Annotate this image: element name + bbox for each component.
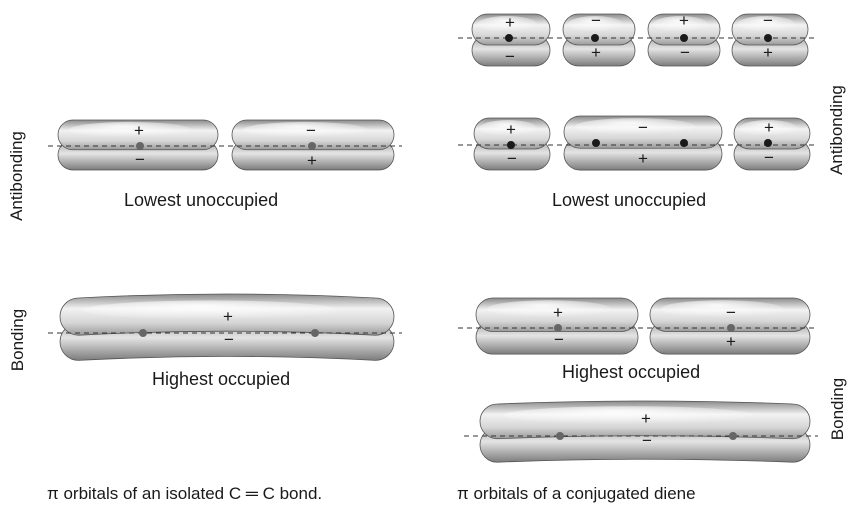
right-lumo-sign-t1: +	[506, 120, 516, 139]
right-ab2-atom-2	[591, 34, 599, 42]
right-lumo-atom-1	[507, 141, 515, 149]
left-homo-sign-top: +	[223, 307, 233, 326]
right-caption: π orbitals of a conjugated diene	[457, 484, 696, 504]
right-bond-atom-2	[729, 432, 737, 440]
right-homo-atom-2	[727, 324, 735, 332]
left-caption: π orbitals of an isolated C ═ C bond.	[47, 484, 322, 504]
right-bond-sign-top: +	[641, 409, 651, 428]
right-ab2-atom-3	[680, 34, 688, 42]
left-bonding-label: Bonding	[8, 300, 28, 380]
right-homo-sign-t2: −	[726, 303, 736, 322]
right-ab2-sign-b1: −	[505, 47, 515, 66]
right-homo-sign-t1: +	[553, 303, 563, 322]
right-ab2-sign-b3: −	[680, 43, 690, 62]
left-homo-atom-1	[139, 329, 147, 337]
left-lumo-atom-2	[308, 142, 316, 150]
left-lumo-sign-top-1: +	[134, 121, 144, 140]
right-lumo-label: Lowest unoccupied	[552, 190, 706, 211]
right-antibonding-label: Antibonding	[827, 80, 847, 180]
right-lumo-sign-b1: −	[507, 149, 517, 168]
right-lumo-atom-4	[764, 139, 772, 147]
right-homo-label: Highest occupied	[562, 362, 700, 383]
right-lumo-sign-b3: −	[764, 148, 774, 167]
right-lumo-sign-t3: +	[764, 118, 774, 137]
right-bond-atom-1	[556, 432, 564, 440]
right-bonding-label: Bonding	[828, 369, 848, 449]
right-bond-sign-bot: −	[642, 431, 652, 450]
right-ab2-sign-t3: +	[679, 11, 689, 30]
left-lumo-label: Lowest unoccupied	[124, 190, 278, 211]
left-lumo-sign-bot-1: −	[135, 150, 145, 169]
left-antibonding-label: Antibonding	[7, 126, 27, 226]
right-ab2-sign-t4: −	[763, 11, 773, 30]
left-homo-label: Highest occupied	[152, 369, 290, 390]
left-lumo-atom-1	[136, 142, 144, 150]
right-ab2-atom-4	[764, 34, 772, 42]
right-ab2-sign-t1: +	[505, 13, 515, 32]
left-homo-lobe	[60, 294, 394, 360]
right-ab2-atom-1	[505, 34, 513, 42]
left-homo-sign-bot: −	[224, 330, 234, 349]
left-lumo-sign-top-2: −	[306, 121, 316, 140]
right-homo-sign-b2: +	[726, 332, 736, 351]
right-ab2-sign-t2: −	[591, 11, 601, 30]
right-lumo-sign-b2: +	[638, 149, 648, 168]
left-homo-atom-2	[311, 329, 319, 337]
right-ab2-sign-b4: +	[763, 43, 773, 62]
right-ab2-sign-b2: +	[591, 43, 601, 62]
left-lumo-sign-bot-2: +	[307, 151, 317, 170]
right-lumo-sign-t2: −	[638, 118, 648, 137]
right-homo-sign-b1: −	[554, 330, 564, 349]
right-lumo-atom-3	[680, 139, 688, 147]
right-lumo-atom-2	[592, 139, 600, 147]
